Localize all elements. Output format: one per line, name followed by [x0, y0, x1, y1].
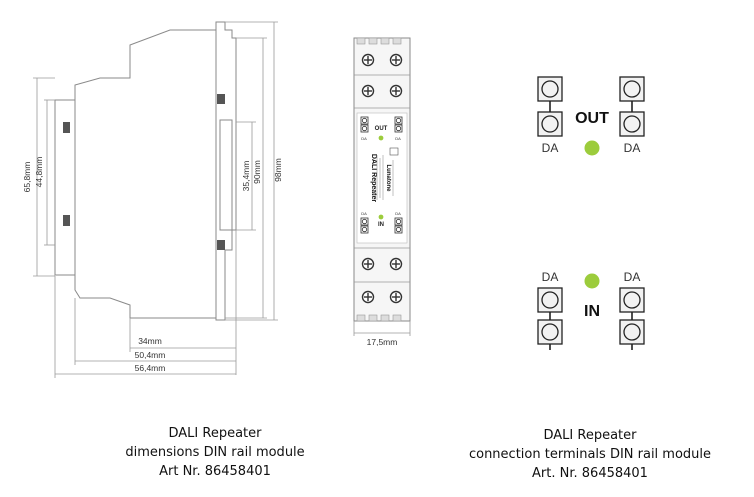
front-da-label: DA	[361, 136, 367, 141]
side-view	[54, 21, 237, 321]
side-profile-outline	[54, 21, 237, 321]
da-label-out-left: DA	[542, 141, 559, 155]
caption-right-line3: Art. Nr. 86458401	[532, 466, 648, 481]
side-screw-top-left	[63, 122, 70, 133]
dim-label-35-4: 35,4mm	[241, 161, 251, 192]
front-da-label: DA	[361, 211, 367, 216]
dim-label-56-4: 56,4mm	[135, 363, 166, 373]
front-out-label: OUT	[375, 126, 388, 132]
front-in-label: IN	[378, 222, 384, 228]
da-label-in-right: DA	[624, 270, 641, 284]
side-screw-bottom-right	[217, 240, 225, 250]
side-screw-bottom-left	[63, 215, 70, 226]
front-title: DALI Repeater	[370, 154, 377, 203]
caption-left: DALI Repeater dimensions DIN rail module…	[100, 424, 330, 481]
side-horizontal-dimensions	[54, 230, 237, 378]
terminal-out-label: OUT	[575, 110, 609, 127]
side-screw-top-right	[217, 94, 225, 104]
front-mini-terminals	[360, 116, 403, 234]
front-view: OUT IN DA DA DA DA DALI Repeater Lunaton…	[353, 37, 411, 347]
dim-label-65-8: 65,8mm	[22, 162, 32, 193]
front-brand: Lunatone	[385, 165, 391, 193]
front-da-label: DA	[395, 136, 401, 141]
da-label-out-right: DA	[624, 141, 641, 155]
caption-left-line3: Art Nr. 86458401	[159, 464, 271, 479]
caption-right-line1: DALI Repeater	[543, 428, 637, 443]
dim-label-90: 90mm	[252, 160, 262, 184]
side-vertical-dimensions	[33, 21, 278, 321]
caption-left-line1: DALI Repeater	[168, 426, 262, 441]
front-width-dimension	[353, 321, 411, 336]
front-led-out	[378, 135, 384, 141]
front-width-label: 17,5mm	[367, 337, 398, 347]
led-in-indicator	[584, 273, 600, 289]
terminal-diagram: OUT IN DA DA DA DA	[537, 76, 645, 350]
front-label-panel	[356, 112, 408, 244]
dim-label-98: 98mm	[273, 158, 283, 182]
din-clip	[219, 119, 233, 231]
front-da-label: DA	[395, 211, 401, 216]
da-label-in-left: DA	[542, 270, 559, 284]
terminal-in-label: IN	[584, 303, 600, 320]
front-small-print	[376, 155, 394, 200]
side-screws	[63, 94, 225, 250]
dim-label-44-8: 44,8mm	[34, 157, 44, 188]
dim-label-50-4: 50,4mm	[135, 350, 166, 360]
caption-right-line2: connection terminals DIN rail module	[468, 447, 712, 462]
caption-left-line2: dimensions DIN rail module	[125, 445, 305, 460]
led-out-indicator	[584, 140, 600, 156]
front-led-in	[378, 214, 384, 220]
certification-marks-icon	[389, 147, 399, 156]
caption-right: DALI Repeater connection terminals DIN r…	[455, 426, 725, 483]
dim-label-34: 34mm	[138, 336, 162, 346]
